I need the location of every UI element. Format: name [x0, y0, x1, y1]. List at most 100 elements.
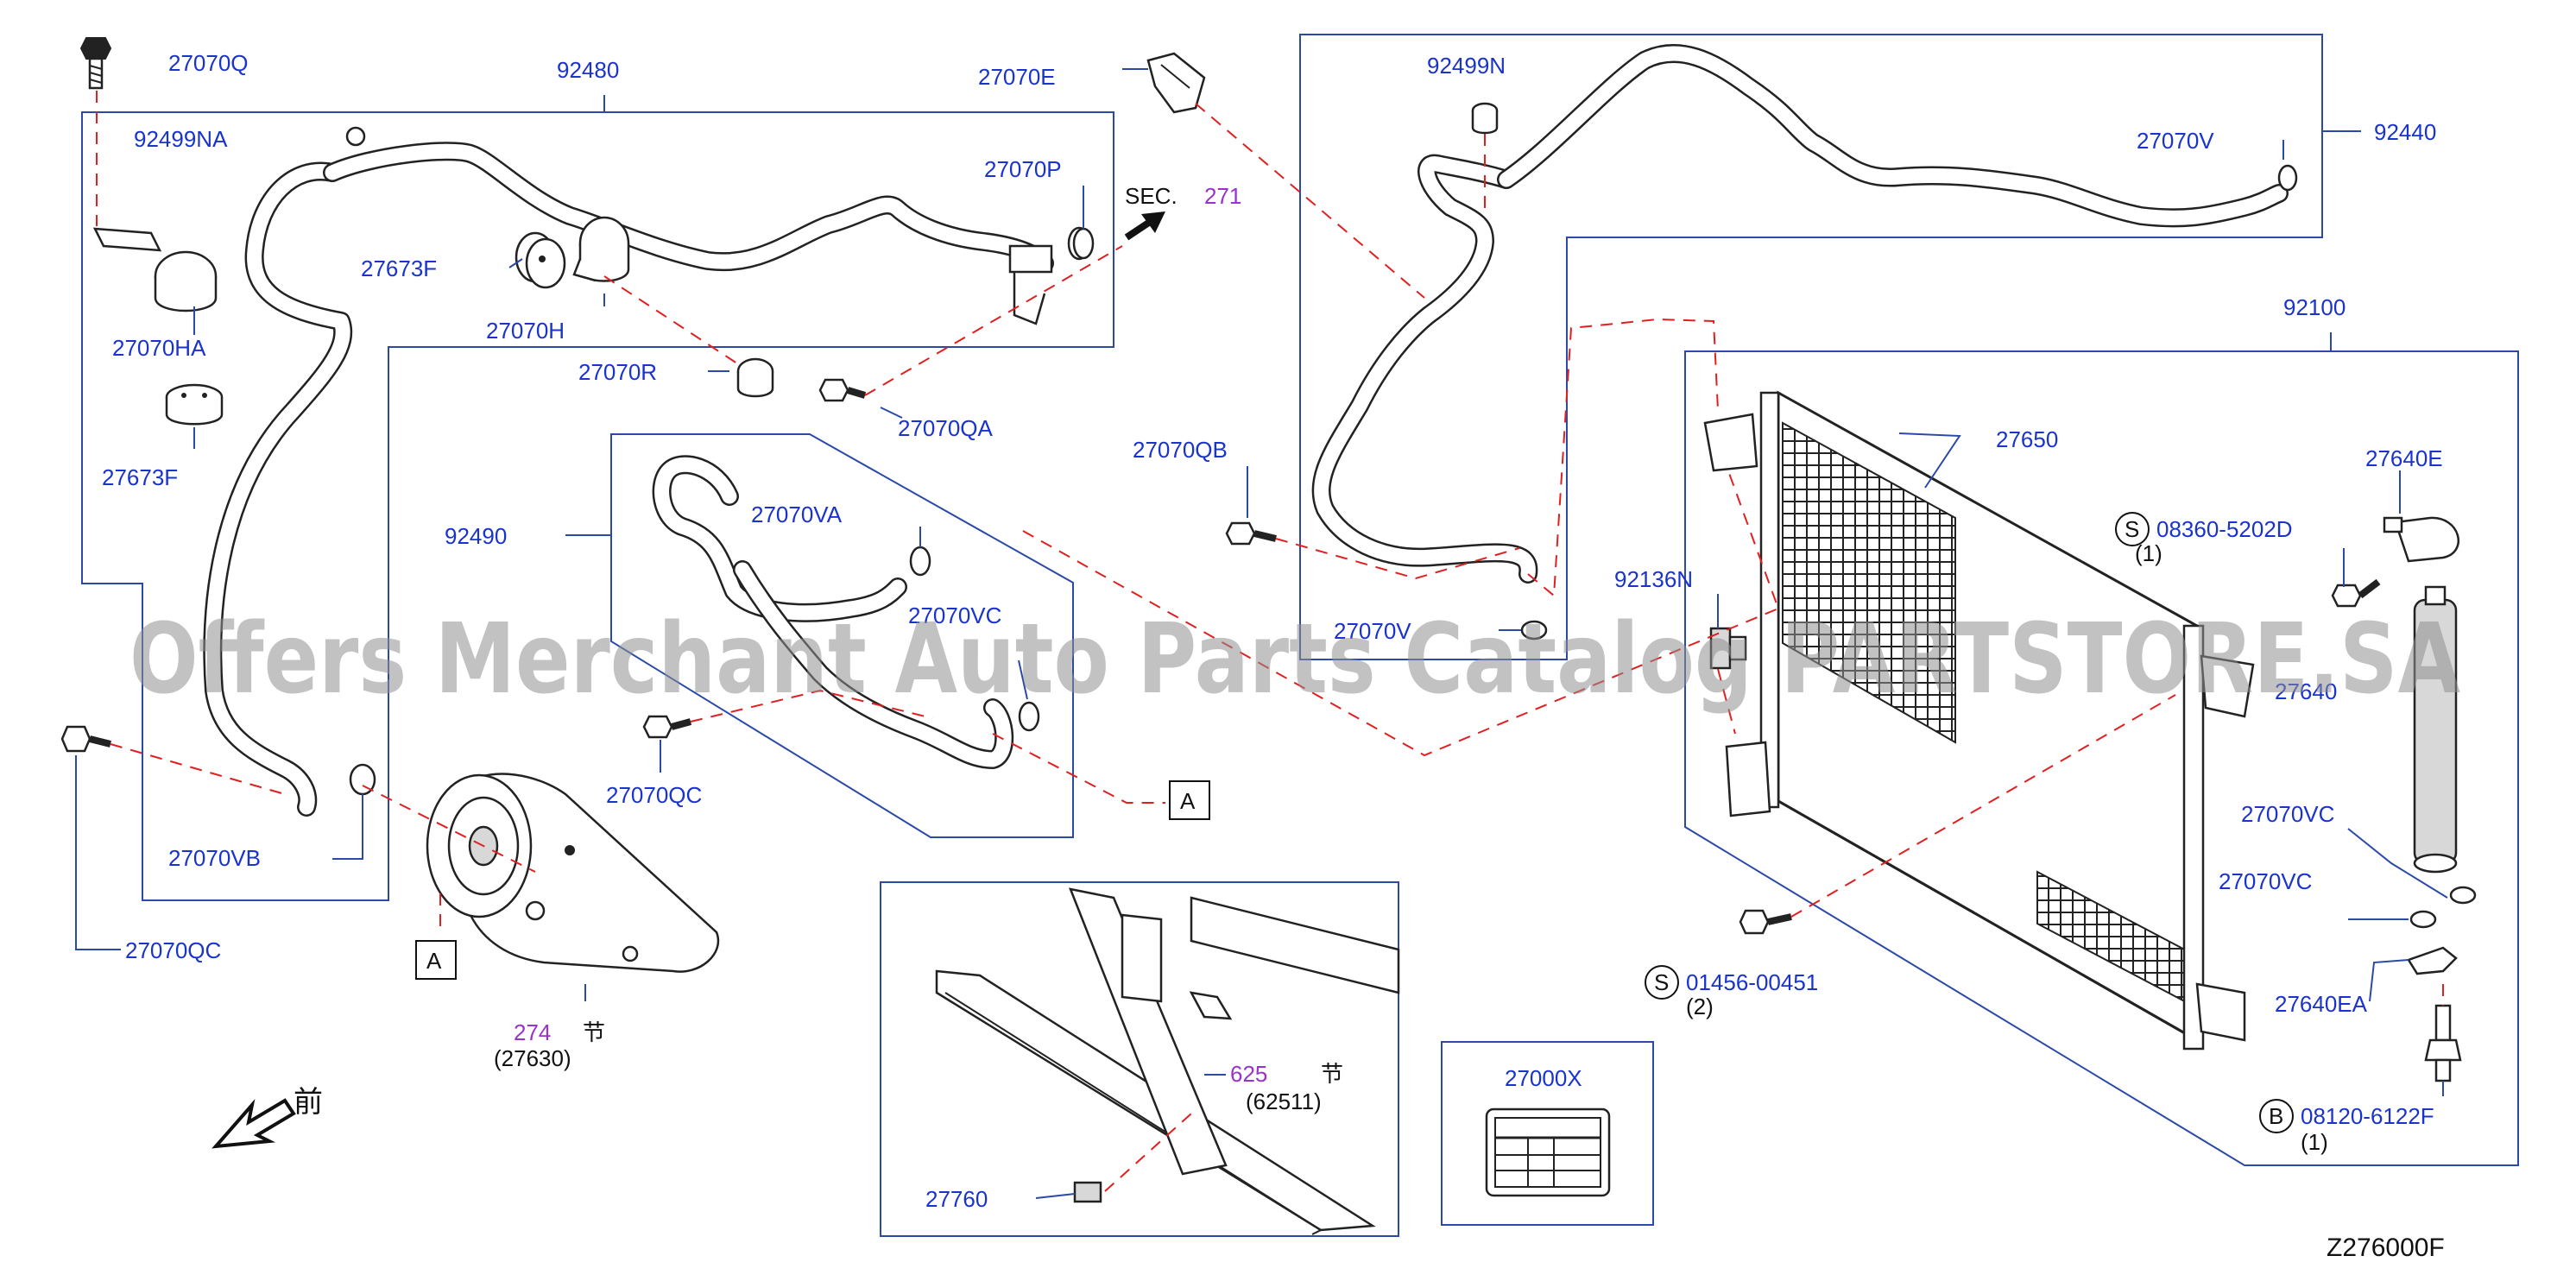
label-625-sub: (62511) — [1246, 1089, 1322, 1114]
label-27070H: 27070H — [486, 318, 565, 344]
label-front: 前 — [294, 1086, 323, 1119]
label-08360-qty: (1) — [2135, 540, 2162, 566]
label-27070HA: 27070HA — [112, 335, 206, 361]
label-92440: 92440 — [2374, 119, 2436, 145]
label-sec-num: 271 — [1204, 183, 1241, 209]
label-27070VA: 27070VA — [751, 502, 843, 527]
label-625: 625 — [1230, 1061, 1267, 1087]
frame-92100 — [1684, 350, 2519, 1166]
label-27070QC-a: 27070QC — [606, 782, 702, 808]
label-08120: 08120-6122F — [2301, 1103, 2434, 1129]
frame-92490 — [610, 433, 1074, 838]
label-sec: SEC. — [1125, 183, 1178, 209]
oring-27070VA — [909, 546, 931, 577]
receiver-drier-27640 — [2413, 585, 2458, 874]
label-27070VC-b: 27070VC — [2241, 801, 2334, 827]
label-ref-a-1: A — [1180, 788, 1196, 814]
label-92480: 92480 — [557, 57, 619, 83]
condenser-27650 — [1703, 390, 2255, 1051]
pipe-92490 — [652, 455, 1014, 769]
compressor-274 — [426, 773, 720, 973]
label-92499NA: 92499NA — [134, 126, 228, 152]
label-27640E: 27640E — [2365, 445, 2443, 471]
bracket-27070E — [1146, 52, 1206, 114]
nut-27070R — [736, 357, 774, 398]
label-92499N: 92499N — [1427, 53, 1506, 79]
clamp-27640E — [2383, 516, 2459, 563]
label-ref-a-2: A — [426, 948, 442, 974]
label-08120-qty: (1) — [2301, 1129, 2328, 1155]
reference-lines — [96, 91, 2444, 1192]
label-27070VB: 27070VB — [168, 845, 261, 871]
label-274-sub: (27630) — [494, 1045, 571, 1071]
watermark: Offers Merchant Auto Parts Catalog PARTS… — [129, 603, 2460, 716]
bolt-01456 — [1739, 909, 1792, 935]
label-plate-27000X — [1485, 1107, 1611, 1197]
label-08360: 08360-5202D — [2156, 516, 2293, 542]
label-27070QA: 27070QA — [898, 415, 994, 441]
bracket-27640EA — [2407, 946, 2458, 975]
bolt-27070QB — [1225, 521, 1277, 546]
label-27000X: 27000X — [1505, 1065, 1582, 1091]
label-27070V-b: 27070V — [1334, 618, 1411, 644]
label-01456: 01456-00451 — [1686, 969, 1818, 995]
ref-box-a-1 — [1169, 780, 1210, 820]
pipe-92440 — [1311, 44, 2289, 584]
clamp-27070HA — [92, 227, 218, 312]
cap-92499NA — [345, 126, 366, 147]
oring-27070V — [2277, 164, 2298, 192]
label-27673F-b: 27673F — [102, 464, 178, 490]
ref-box-a-2 — [415, 940, 457, 980]
label-27070VC-c: 27070VC — [2219, 868, 2312, 894]
label-92490: 92490 — [445, 523, 507, 549]
label-circle-s-2: S — [1654, 969, 1669, 995]
grommet-27673F-a — [515, 231, 566, 289]
label-92136N: 92136N — [1614, 566, 1693, 592]
frame-92440 — [1299, 34, 2323, 660]
frame-radiator-support — [880, 881, 1399, 1237]
label-27070VC-a: 27070VC — [908, 603, 1001, 628]
radiator-support — [935, 887, 1400, 1235]
oring-27070VC-b — [2449, 886, 2477, 905]
label-92100: 92100 — [2283, 294, 2346, 320]
label-27070E: 27070E — [978, 64, 1056, 90]
label-27070Q: 27070Q — [168, 50, 249, 76]
label-27070QB: 27070QB — [1133, 437, 1228, 463]
sensor-92136N — [1709, 627, 1747, 670]
plug-08120 — [2424, 1004, 2462, 1082]
circle-s-1 — [2115, 512, 2150, 546]
label-circle-b: B — [2269, 1103, 2283, 1129]
cap-92499N — [1471, 102, 1499, 135]
label-27640: 27640 — [2275, 678, 2337, 704]
label-27070QC-b: 27070QC — [125, 937, 221, 963]
bolt-27070QA — [818, 378, 867, 402]
oring-27070VC-a — [1018, 701, 1040, 732]
pipe-92480 — [203, 142, 1054, 817]
circle-b — [2259, 1099, 2294, 1133]
circle-s-2 — [1645, 965, 1679, 1000]
front-arrow-icon — [212, 1098, 296, 1149]
grommet-27673F-b — [165, 383, 224, 426]
label-27650: 27650 — [1996, 426, 2058, 452]
label-27070V: 27070V — [2137, 128, 2214, 154]
bolt-27070QC-b — [60, 725, 111, 753]
leader-lines — [75, 68, 2448, 1199]
clamp-27070H — [572, 216, 630, 282]
clip-27760 — [1073, 1181, 1102, 1203]
label-circle-s-1: S — [2125, 516, 2139, 542]
oring-27070P — [1072, 227, 1095, 260]
oring-27070V-b — [1520, 620, 1548, 640]
diagram-code: Z276000F — [2327, 1234, 2445, 1262]
label-27760: 27760 — [925, 1186, 988, 1212]
frame-92480 — [81, 111, 1114, 901]
label-274-jie: 节 — [583, 1019, 605, 1045]
bolt-27070Q — [79, 37, 112, 90]
label-625-jie: 节 — [1321, 1061, 1343, 1087]
bolt-27070QC-a — [642, 715, 692, 739]
label-27640EA: 27640EA — [2275, 991, 2368, 1017]
label-01456-qty: (2) — [1686, 994, 1714, 1019]
label-27673F-a: 27673F — [361, 256, 437, 281]
label-27070R: 27070R — [578, 359, 657, 385]
